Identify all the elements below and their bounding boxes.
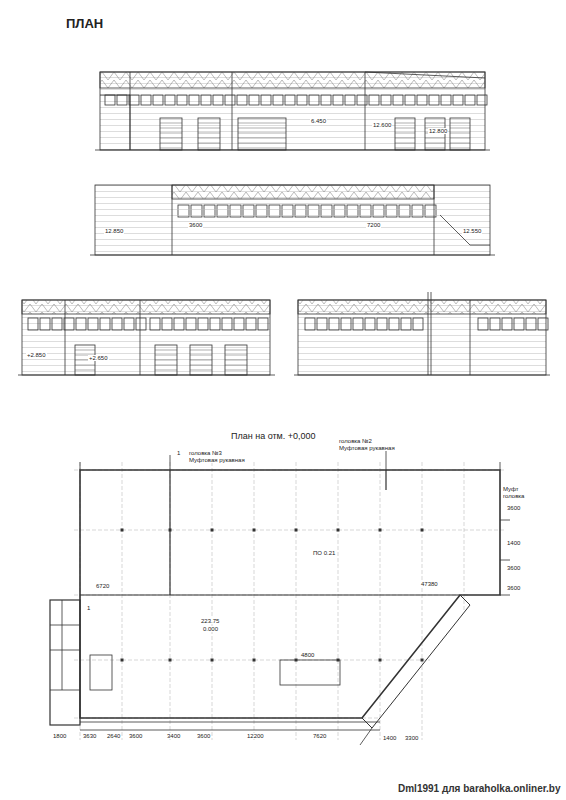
dimension: 3600 — [196, 733, 211, 739]
level-mark: +2.850 — [26, 352, 47, 358]
dimension: 1400 — [382, 735, 397, 741]
dimension: 47380 — [420, 581, 439, 587]
dimension: 4800 — [300, 652, 315, 658]
dimension: 3600 — [506, 505, 521, 511]
callout-number: 1 — [86, 605, 91, 611]
dimension: 7620 — [312, 733, 327, 739]
note: головка №3 — [188, 450, 223, 456]
note: Муфтовая рукавная — [188, 457, 246, 463]
level-mark: 12.550 — [462, 228, 482, 234]
level-mark: 223.75 — [200, 618, 220, 624]
watermark: Dml1991 для baraholka.onliner.by — [398, 784, 560, 794]
dimension: 3600 — [188, 222, 203, 228]
dimension: 3630 — [82, 733, 97, 739]
dimension: 7200 — [366, 222, 381, 228]
note: головка — [502, 493, 525, 499]
dimension: 12200 — [246, 733, 265, 739]
note: Муфт — [502, 486, 520, 492]
dimension: 6720 — [95, 583, 110, 589]
level-mark: +2.650 — [88, 355, 109, 361]
sheet-title: ПЛАН — [66, 16, 103, 31]
callout-number: 1 — [176, 450, 181, 456]
dimension: 1400 — [506, 540, 521, 546]
dimension: 3600 — [506, 585, 521, 591]
level-mark: 6.450 — [310, 118, 327, 124]
dimension: 1800 — [52, 733, 67, 739]
level-mark: 12.600 — [372, 122, 392, 128]
dimension: 3400 — [166, 733, 181, 739]
dimension: 3600 — [128, 733, 143, 739]
level-mark: 12.800 — [428, 128, 448, 134]
note: головка №2 — [338, 438, 373, 444]
level-mark: 0.000 — [202, 626, 219, 632]
room-mark: ПО 0.21 — [312, 550, 336, 556]
dimension: 3600 — [506, 565, 521, 571]
dimension: 3300 — [404, 735, 419, 741]
dimension: 2640 — [106, 733, 121, 739]
level-mark: 12.850 — [104, 228, 124, 234]
plan-heading: План на отм. +0,000 — [230, 432, 317, 441]
note: Муфтовая рукавная — [338, 445, 396, 451]
